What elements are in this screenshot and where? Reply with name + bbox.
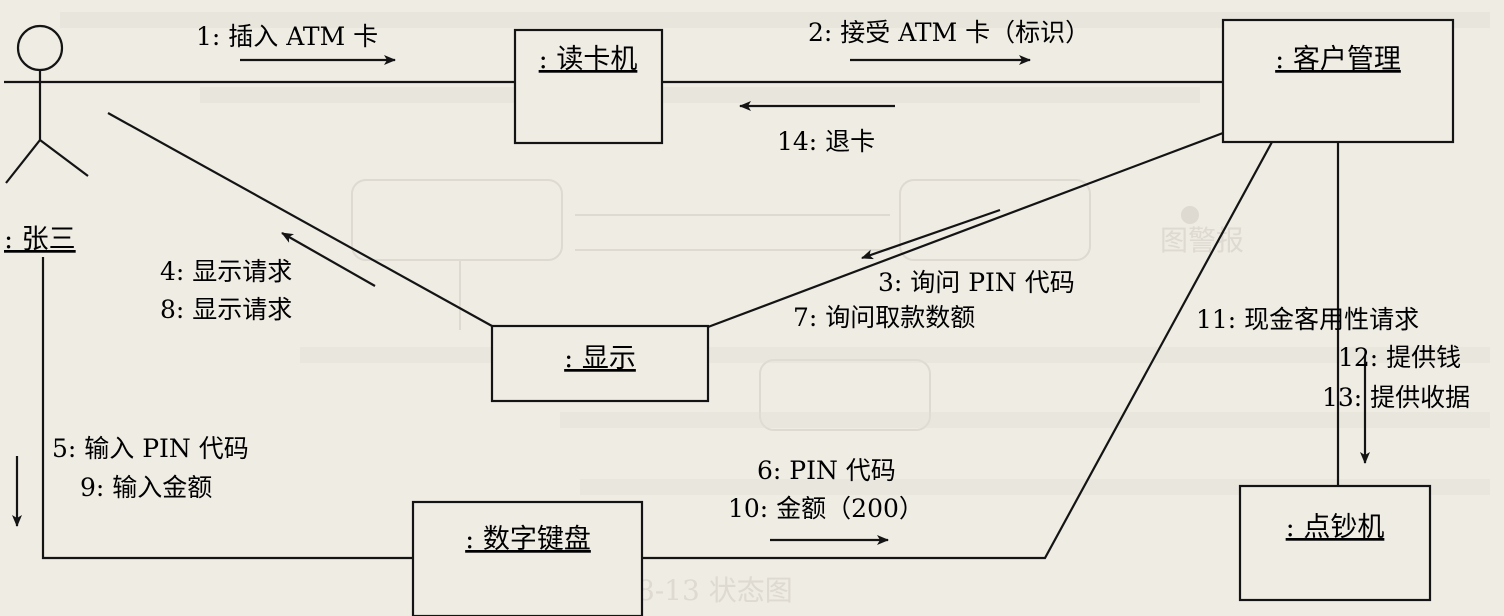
svg-text:图警报: 图警报 xyxy=(1160,224,1244,257)
message-3: 3: 询问 PIN 代码 xyxy=(878,268,1075,297)
link-keypad-customer-mgmt xyxy=(642,141,1273,560)
message-1: 1: 插入 ATM 卡 xyxy=(196,22,378,51)
message-7: 7: 询问取款数额 xyxy=(793,303,975,332)
customer-mgmt-box xyxy=(1221,18,1455,144)
actor-stick-figure xyxy=(4,24,89,184)
keypad-label: : 数字键盘 xyxy=(465,524,591,555)
message-8: 8: 显示请求 xyxy=(160,295,292,324)
keypad-box xyxy=(411,500,644,616)
display-box xyxy=(490,324,710,403)
message-6: 6: PIN 代码 xyxy=(757,456,896,485)
card-reader-box xyxy=(513,28,664,145)
association-links xyxy=(41,80,1340,560)
display-label: : 显示 xyxy=(564,343,636,374)
customer-mgmt-label: : 客户管理 xyxy=(1275,44,1401,75)
message-13: 13: 提供收据 xyxy=(1322,383,1470,412)
actor-name: : 张三 xyxy=(4,224,76,255)
message-5: 5: 输入 PIN 代码 xyxy=(52,434,249,463)
object-boxes xyxy=(411,18,1455,616)
message-14: 14: 退卡 xyxy=(777,127,875,156)
cash-dispenser-label: : 点钞机 xyxy=(1286,512,1385,543)
message-4: 4: 显示请求 xyxy=(160,257,292,286)
message-arrows xyxy=(12,55,1370,545)
link-actor-keypad xyxy=(41,257,413,560)
message-9: 9: 输入金额 xyxy=(80,473,212,502)
message-10: 10: 金额（200） xyxy=(728,494,924,523)
message-2: 2: 接受 ATM 卡（标识） xyxy=(808,18,1090,47)
link-display-customer-mgmt xyxy=(707,131,1224,329)
message-12: 12: 提供钱 xyxy=(1338,343,1461,372)
message-11: 11: 现金客用性请求 xyxy=(1196,305,1419,334)
arrow-msg-4-8 xyxy=(281,232,376,287)
card-reader-label: : 读卡机 xyxy=(539,44,638,75)
link-actor-display xyxy=(107,112,493,327)
cash-dispenser-box xyxy=(1238,484,1432,602)
arrow-msg-3-7 xyxy=(861,208,1001,260)
